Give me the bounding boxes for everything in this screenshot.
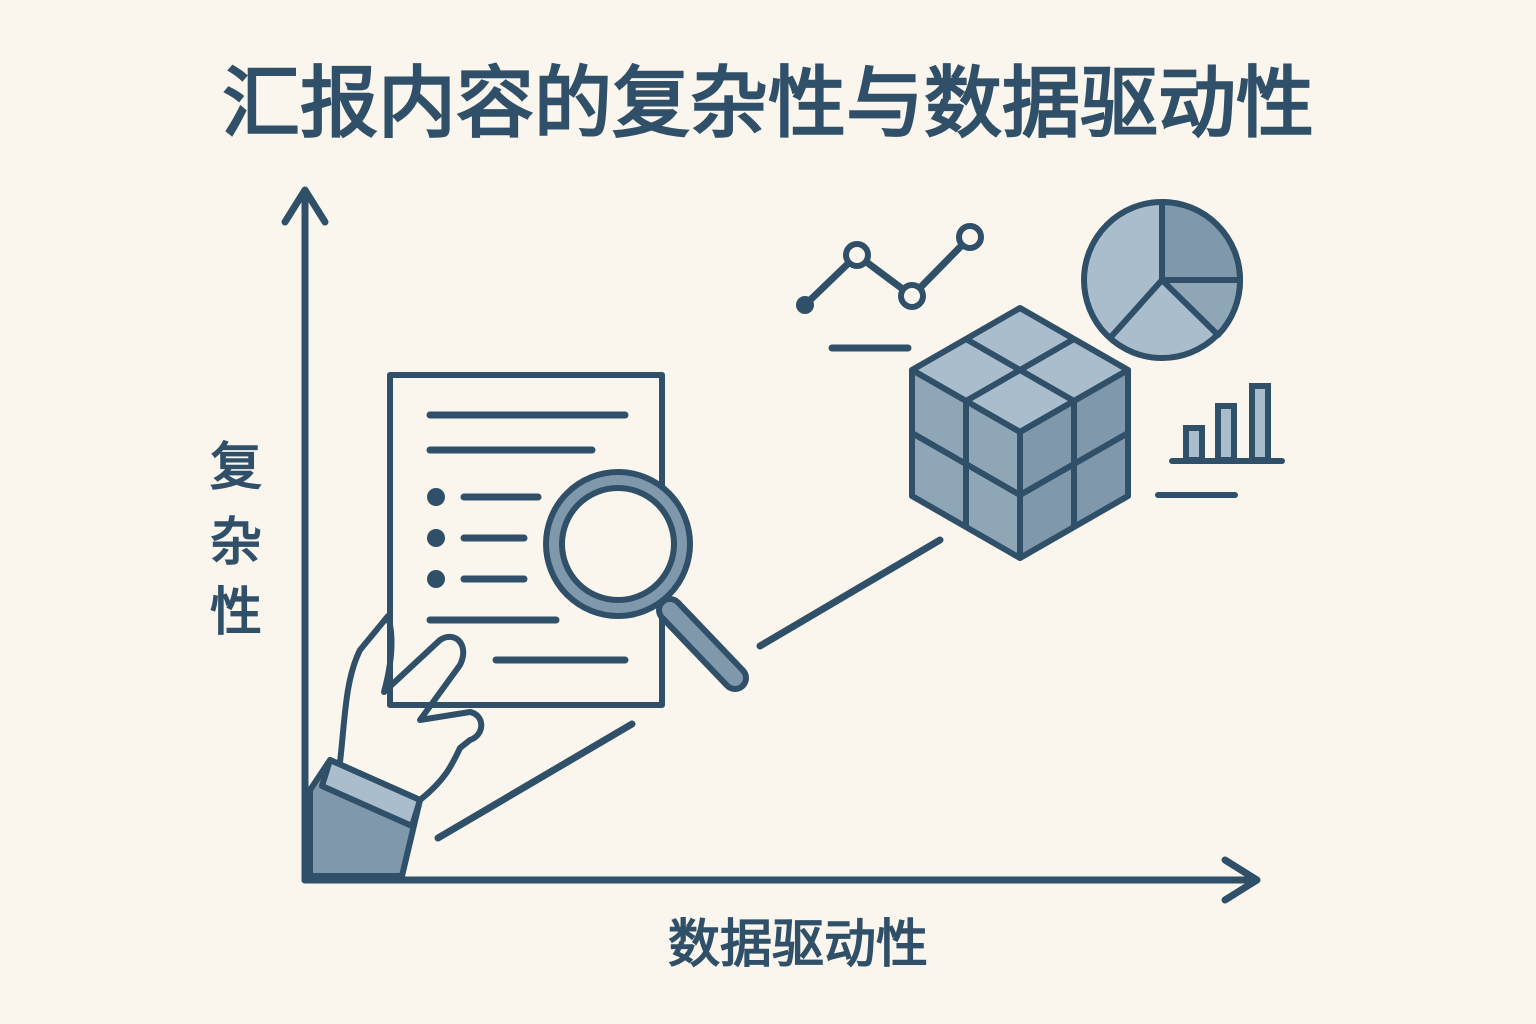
line-chart-icon <box>796 223 984 352</box>
x-axis-label: 数据驱动性 <box>668 915 928 975</box>
pie-chart-icon <box>1081 199 1244 361</box>
bar-chart-icon <box>1155 383 1285 498</box>
y-axis-label-2: 杂 <box>210 513 262 573</box>
trend-line-upper <box>756 536 944 650</box>
y-axis-label-3: 性 <box>210 583 262 643</box>
y-axis <box>281 186 329 884</box>
title: 汇报内容的复杂性与数据驱动性 <box>222 59 1314 149</box>
data-cube-icon <box>909 305 1131 561</box>
x-axis <box>301 856 1261 904</box>
hand-icon <box>307 613 485 879</box>
magnifying-glass-icon <box>543 469 749 692</box>
y-axis-label-1: 复 <box>210 438 262 498</box>
trend-line-lower <box>434 720 636 842</box>
